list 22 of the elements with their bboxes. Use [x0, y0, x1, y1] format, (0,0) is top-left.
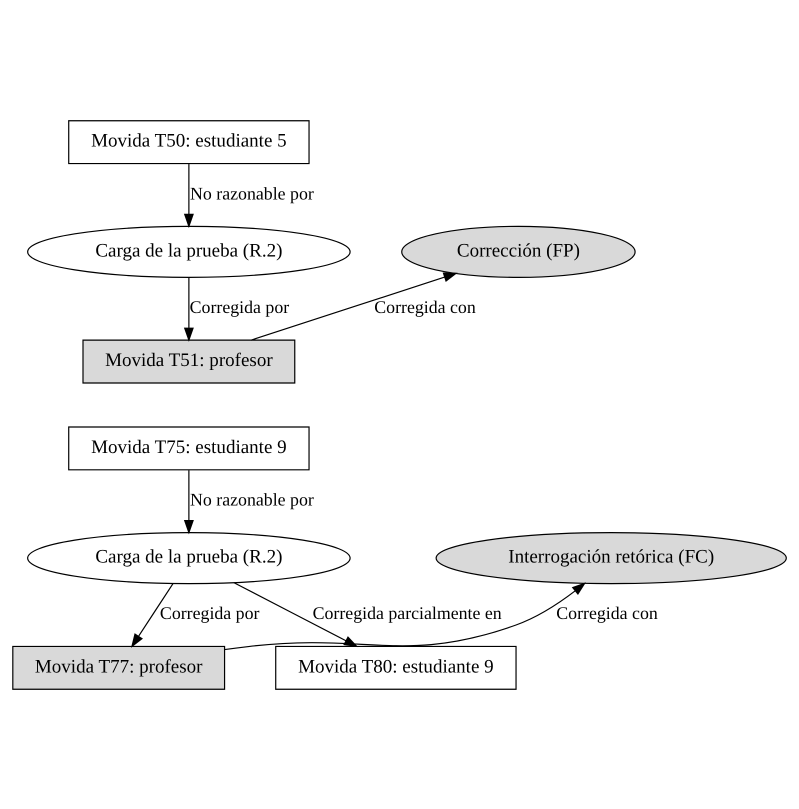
node-ellipse: Carga de la prueba (R.2)	[27, 532, 351, 584]
arrow	[184, 276, 194, 342]
node-ellipse: Corrección (FP)	[401, 225, 636, 278]
node-box: Movida T51: profesor	[82, 339, 296, 384]
arrow	[250, 272, 458, 340]
node-box: Movida T50: estudiante 5	[68, 120, 310, 164]
edge-label: No razonable por	[190, 182, 314, 203]
arrow	[130, 582, 174, 648]
node-box: Movida T80: estudiante 9	[275, 645, 517, 690]
edge-label: Corregida por	[160, 602, 260, 623]
edge-label: Corregida con	[556, 602, 658, 623]
node-ellipse: Interrogación retórica (FC)	[436, 532, 787, 584]
edge-label: No razonable por	[190, 489, 314, 510]
node-box: Movida T75: estudiante 9	[68, 426, 310, 470]
edge-label: Corregida con	[374, 296, 476, 316]
arrow	[224, 582, 586, 650]
arrow	[184, 470, 194, 534]
edge-label: Corregida por	[190, 296, 290, 316]
node-ellipse: Carga de la prueba (R.2)	[27, 225, 351, 278]
arrow	[184, 164, 194, 228]
edge-label: Corregida parcialmente en	[312, 602, 502, 623]
node-box: Movida T77: profesor	[12, 645, 226, 690]
